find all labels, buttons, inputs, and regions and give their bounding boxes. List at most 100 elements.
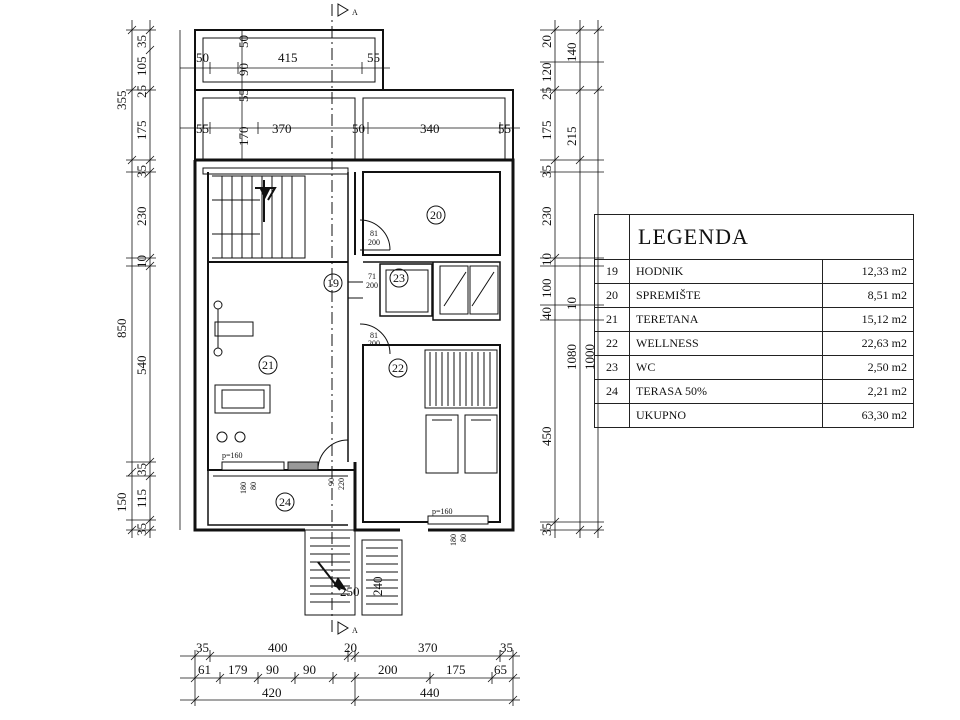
window-left-parapet: p=160	[222, 451, 243, 460]
dim-top1-50: 50	[196, 50, 209, 65]
dim-left-150: 150	[114, 493, 129, 513]
dim-right-140: 140	[564, 43, 579, 63]
dim-right-215: 215	[564, 127, 579, 147]
dim-right-175: 175	[539, 121, 554, 141]
dim-vert-50: 50	[236, 35, 251, 48]
door-23-width: 71	[368, 272, 376, 281]
dim-top2-55a: 55	[196, 121, 209, 136]
dim-right-20: 20	[539, 35, 554, 48]
door-23-height: 200	[366, 281, 378, 290]
legend-room-area: 8,51 m2	[822, 283, 914, 308]
dim-top2-170: 170	[236, 127, 251, 147]
legend-room-number: 24	[594, 379, 630, 404]
door-22-width: 81	[370, 331, 378, 340]
legend-room-name: SPREMIŠTE	[629, 283, 823, 308]
room-20-tag: 20	[430, 208, 442, 222]
window-left-width: 180	[239, 482, 248, 494]
dim-left-35c: 35	[134, 463, 149, 476]
stair-depth: 240	[370, 577, 385, 597]
legend-table: LEGENDA 19 HODNIK 12,33 m2 20 SPREMIŠTE …	[594, 214, 914, 428]
dim-bottom3-420: 420	[262, 685, 282, 700]
dim-bottom1-35b: 35	[500, 640, 513, 655]
legend-total-label: UKUPNO	[629, 403, 823, 428]
dim-left-10: 10	[134, 255, 149, 268]
dim-right-25: 25	[539, 87, 554, 100]
dim-bottom2-65: 65	[494, 662, 507, 677]
dim-right-40: 40	[539, 307, 554, 320]
dim-top2-340: 340	[420, 121, 440, 136]
legend-room-area: 12,33 m2	[822, 259, 914, 284]
dim-top2-50: 50	[352, 121, 365, 136]
legend-total-spacer	[594, 403, 630, 428]
dim-top2-55b: 55	[498, 121, 511, 136]
legend-room-name: WELLNESS	[629, 331, 823, 356]
door-20-height: 200	[368, 238, 380, 247]
section-label-bottom: A	[352, 626, 358, 635]
legend-room-area: 22,63 m2	[822, 331, 914, 356]
room-23-tag: 23	[393, 271, 405, 285]
dim-left-25: 25	[134, 85, 149, 98]
dim-bottom2-90a: 90	[266, 662, 279, 677]
window-right-parapet: p=160	[432, 507, 453, 516]
dim-left-175: 175	[134, 121, 149, 141]
dim-right-450: 450	[539, 427, 554, 447]
room-24-tag: 24	[279, 495, 291, 509]
dim-top1-55: 55	[367, 50, 380, 65]
door-terrace-width: 90	[327, 478, 336, 486]
dim-top2-370: 370	[272, 121, 292, 136]
dim-right-10: 10	[539, 253, 554, 266]
legend-room-number: 22	[594, 331, 630, 356]
window-right-width: 180	[449, 534, 458, 546]
dim-bottom2-61: 61	[198, 662, 211, 677]
room-22-tag: 22	[392, 361, 404, 375]
legend-room-name: WC	[629, 355, 823, 380]
legend-room-name: TERETANA	[629, 307, 823, 332]
dim-left-355: 355	[114, 91, 129, 111]
dim-bottom1-400: 400	[268, 640, 288, 655]
legend-row: 24 TERASA 50% 2,21 m2	[594, 379, 914, 404]
dim-bottom2-90b: 90	[303, 662, 316, 677]
room-19-tag: 19	[327, 276, 339, 290]
dim-left-850: 850	[114, 319, 129, 339]
room-tags	[258, 205, 446, 512]
dim-right-35b: 35	[539, 523, 554, 536]
dim-bottom1-35a: 35	[196, 640, 209, 655]
legend-row: 23 WC 2,50 m2	[594, 355, 914, 380]
dim-left-35d: 35	[134, 523, 149, 536]
dim-right-10b: 10	[564, 297, 579, 310]
section-marker-icon	[337, 3, 349, 635]
dim-right-100: 100	[539, 279, 554, 299]
window-right-height: 80	[459, 534, 468, 542]
legend-room-number: 23	[594, 355, 630, 380]
wellness-fixtures	[385, 265, 499, 474]
legend-room-name: TERASA 50%	[629, 379, 823, 404]
legend-room-area: 2,21 m2	[822, 379, 914, 404]
door-terrace-height: 220	[337, 478, 346, 490]
dim-bottom3-440: 440	[420, 685, 440, 700]
door-22-height: 200	[368, 339, 380, 348]
legend-row: 19 HODNIK 12,33 m2	[594, 259, 914, 284]
legend-row: 20 SPREMIŠTE 8,51 m2	[594, 283, 914, 308]
dimension-lines	[126, 20, 604, 706]
legend-total-row: UKUPNO 63,30 m2	[594, 403, 914, 428]
dim-bottom1-370: 370	[418, 640, 438, 655]
section-label-top: A	[352, 8, 358, 17]
dim-right-35: 35	[539, 165, 554, 178]
dim-left-230: 230	[134, 207, 149, 227]
room-21-tag: 21	[262, 358, 274, 372]
legend-room-number: 19	[594, 259, 630, 284]
legend-room-number: 20	[594, 283, 630, 308]
dim-right-120: 120	[539, 63, 554, 83]
stair-upper	[212, 175, 306, 259]
dim-bottom1-20: 20	[344, 640, 357, 655]
legend-total-area: 63,30 m2	[822, 403, 914, 428]
legend-title-row: LEGENDA	[594, 214, 914, 260]
gym-equipment	[213, 300, 271, 443]
legend-title-spacer	[594, 214, 630, 260]
legend-room-name: HODNIK	[629, 259, 823, 284]
legend-title: LEGENDA	[629, 214, 914, 260]
legend-room-area: 15,12 m2	[822, 307, 914, 332]
dim-right-1080: 1080	[564, 344, 579, 370]
dim-bottom2-200: 200	[378, 662, 398, 677]
doors	[317, 219, 391, 471]
